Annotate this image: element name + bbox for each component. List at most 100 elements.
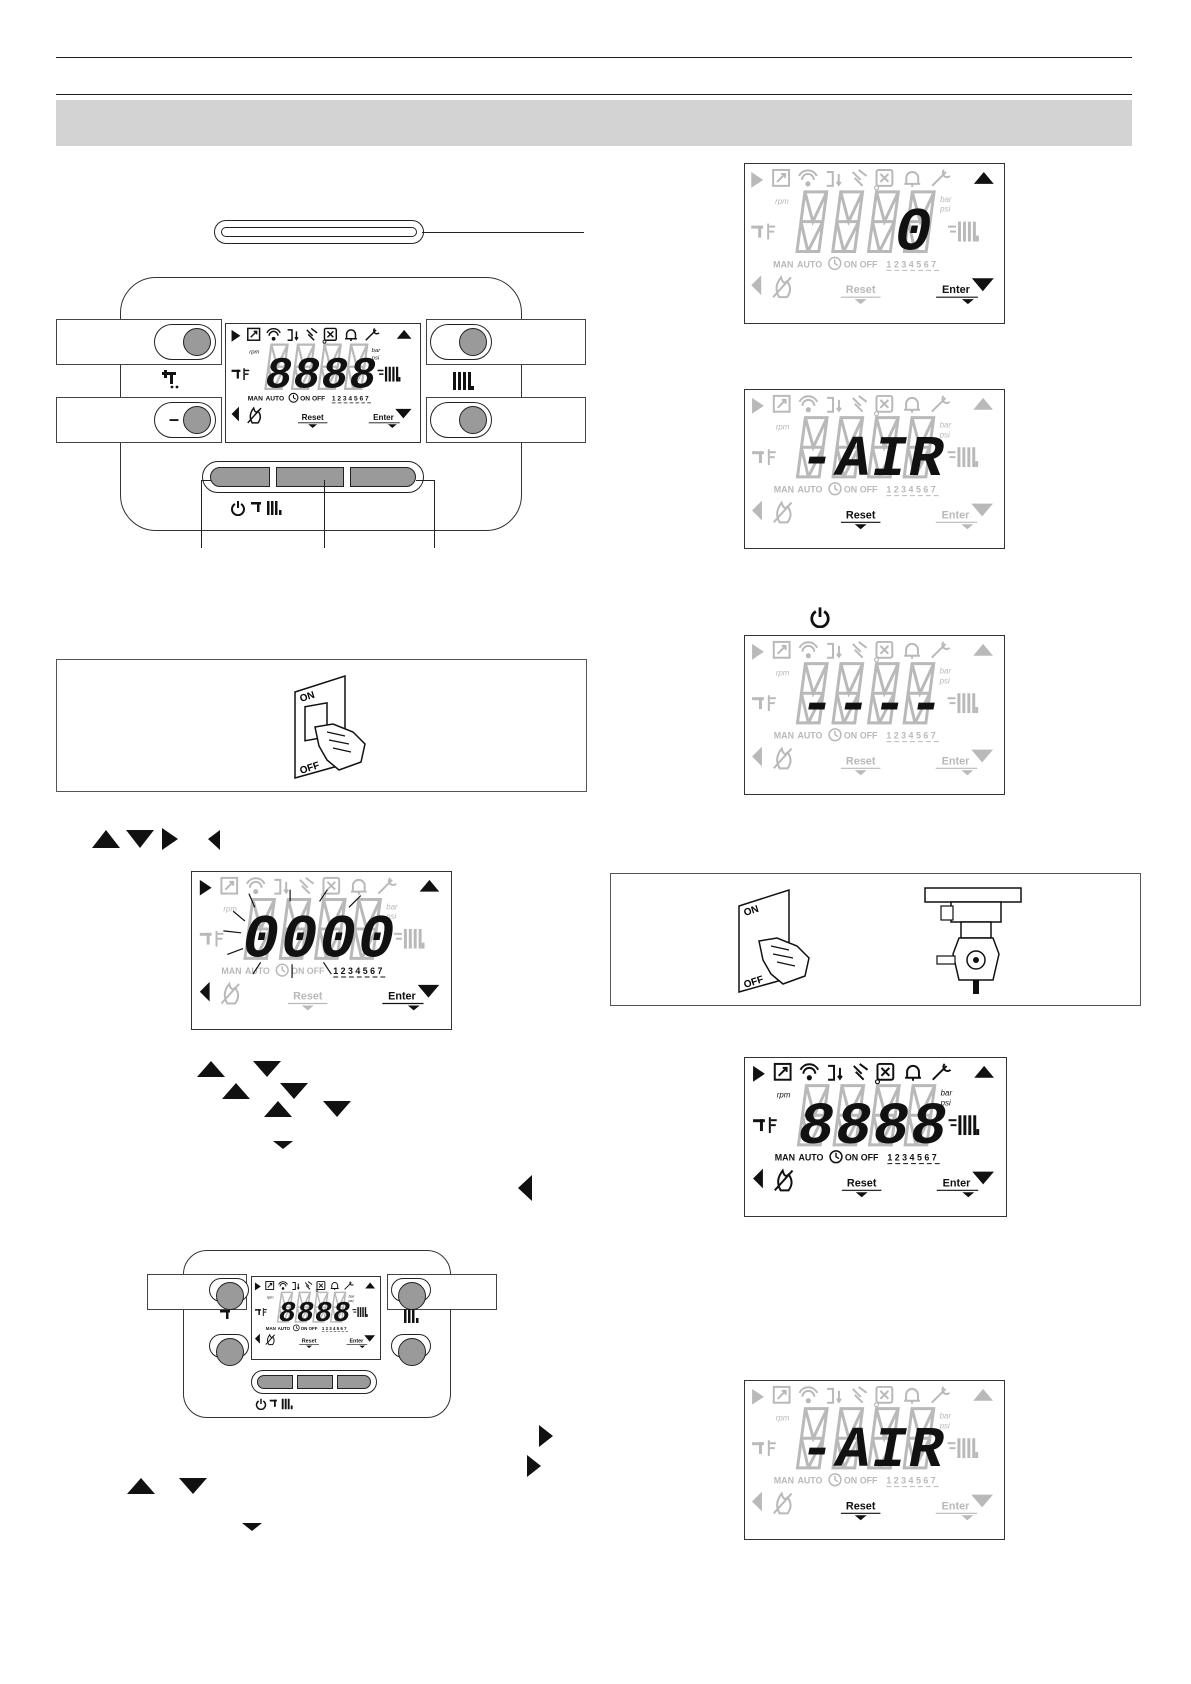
right-button-small[interactable] [337, 1375, 371, 1389]
wrench-icon [931, 641, 951, 659]
clock-icon [829, 1150, 843, 1164]
dhw-plus-button-small[interactable] [209, 1278, 249, 1310]
reset-label: Reset [847, 1177, 877, 1189]
radiator-icon [281, 1398, 293, 1410]
tap-icon [752, 449, 776, 466]
bell-icon [905, 1064, 921, 1081]
on-label: ON [291, 966, 304, 976]
off-label: OFF [307, 966, 325, 976]
ch-minus-button[interactable]: – [430, 402, 492, 438]
spark-icon [852, 1386, 868, 1404]
enter-label: Enter [942, 284, 971, 296]
triangle-up-icon [197, 1061, 225, 1077]
mains-switch-box: ON OFF [56, 659, 587, 792]
bar-label: bar [940, 195, 952, 204]
radiator-icon [453, 372, 474, 390]
bar-label: bar [348, 1293, 354, 1298]
dhw-minus-button-small[interactable] [209, 1334, 249, 1366]
dhw-plus-button[interactable] [154, 324, 216, 360]
radiator-icon [947, 1438, 979, 1459]
reset-label: Reset [293, 991, 323, 1003]
auto-label: AUTO [797, 1476, 822, 1486]
radiator-icon [947, 693, 979, 714]
bell-icon [904, 1387, 920, 1404]
spark-icon [853, 1063, 869, 1081]
tap-icon [752, 1440, 776, 1457]
triangle-right-icon [752, 1388, 764, 1405]
flame-off-icon [773, 746, 793, 770]
psi-label: psi [939, 676, 950, 685]
psi-label: psi [939, 1421, 950, 1430]
enter-label: Enter [349, 1339, 364, 1345]
days-label: 1 2 3 4 5 6 7 [887, 1153, 936, 1163]
tap-icon [751, 223, 776, 240]
triangle-left-icon [231, 406, 239, 422]
triangle-down-icon [972, 1171, 994, 1185]
flame-off-icon [265, 1333, 276, 1346]
off-label: OFF [860, 259, 878, 269]
triangle-left-icon [753, 1168, 763, 1189]
enter-label: Enter [943, 1177, 972, 1189]
flow-temp-icon [827, 1387, 842, 1404]
lcd-digits: 0 [895, 198, 934, 268]
flame-off-icon [772, 275, 792, 299]
second-rule [56, 94, 1132, 95]
power-button[interactable] [210, 467, 270, 487]
triangle-up-icon [973, 1388, 993, 1401]
reset-label: Reset [846, 755, 876, 767]
reset-label: Reset [846, 509, 876, 521]
flame-off-icon [220, 981, 240, 1005]
triangle-up-icon [222, 1083, 250, 1099]
off-label: OFF [309, 1326, 318, 1331]
triangle-up-icon [264, 1101, 292, 1117]
rpm-label: rpm [776, 1414, 790, 1423]
dhw-minus-button[interactable]: – [154, 402, 216, 438]
bell-icon [345, 329, 357, 341]
external-link-icon [220, 876, 239, 895]
panel-body-small [183, 1250, 451, 1418]
triangle-left-icon [752, 1491, 762, 1512]
center-button-small[interactable] [297, 1375, 333, 1389]
man-label: MAN [221, 966, 241, 976]
tap-icon [220, 1310, 230, 1319]
triangle-right-icon [752, 397, 764, 414]
rpm-label: rpm [775, 197, 789, 206]
clock-icon [288, 392, 299, 403]
triangle-down-small-icon [273, 1141, 293, 1149]
right-button[interactable] [350, 467, 416, 487]
label-bar [214, 220, 424, 244]
rpm-label: rpm [267, 1294, 274, 1299]
wifi-icon [799, 1063, 820, 1074]
external-link-icon [247, 327, 261, 341]
ch-plus-button[interactable] [430, 324, 492, 360]
spark-icon [299, 877, 315, 895]
triangle-left-icon [199, 981, 210, 1002]
fan-icon [322, 876, 341, 895]
tap-icon [231, 368, 250, 381]
triangle-up-icon [974, 1065, 994, 1078]
bar-label: bar [940, 667, 952, 676]
triangle-up-icon [127, 1478, 155, 1494]
tap-icon [752, 695, 776, 712]
tap-icon [269, 1399, 277, 1407]
rpm-label: rpm [776, 423, 790, 432]
fan-icon [875, 640, 894, 659]
triangle-right-icon [527, 1455, 541, 1477]
fan-icon [876, 1062, 895, 1081]
on-label: ON [301, 1326, 308, 1331]
triangle-up-icon [396, 329, 412, 339]
top-rule [56, 57, 1132, 58]
bell-icon [904, 170, 921, 187]
auto-label: AUTO [278, 1326, 291, 1331]
radiator-icon [394, 928, 425, 949]
ch-plus-button-small[interactable] [391, 1278, 431, 1310]
flow-temp-icon [292, 1282, 300, 1290]
ch-minus-button-small[interactable] [391, 1334, 431, 1366]
days-label: 1 2 3 4 5 6 7 [322, 1326, 347, 1331]
power-button-small[interactable] [257, 1375, 293, 1389]
wrench-icon [344, 1281, 354, 1290]
bar-label: bar [372, 348, 382, 354]
flow-temp-icon [827, 642, 842, 659]
center-button[interactable] [276, 467, 344, 487]
